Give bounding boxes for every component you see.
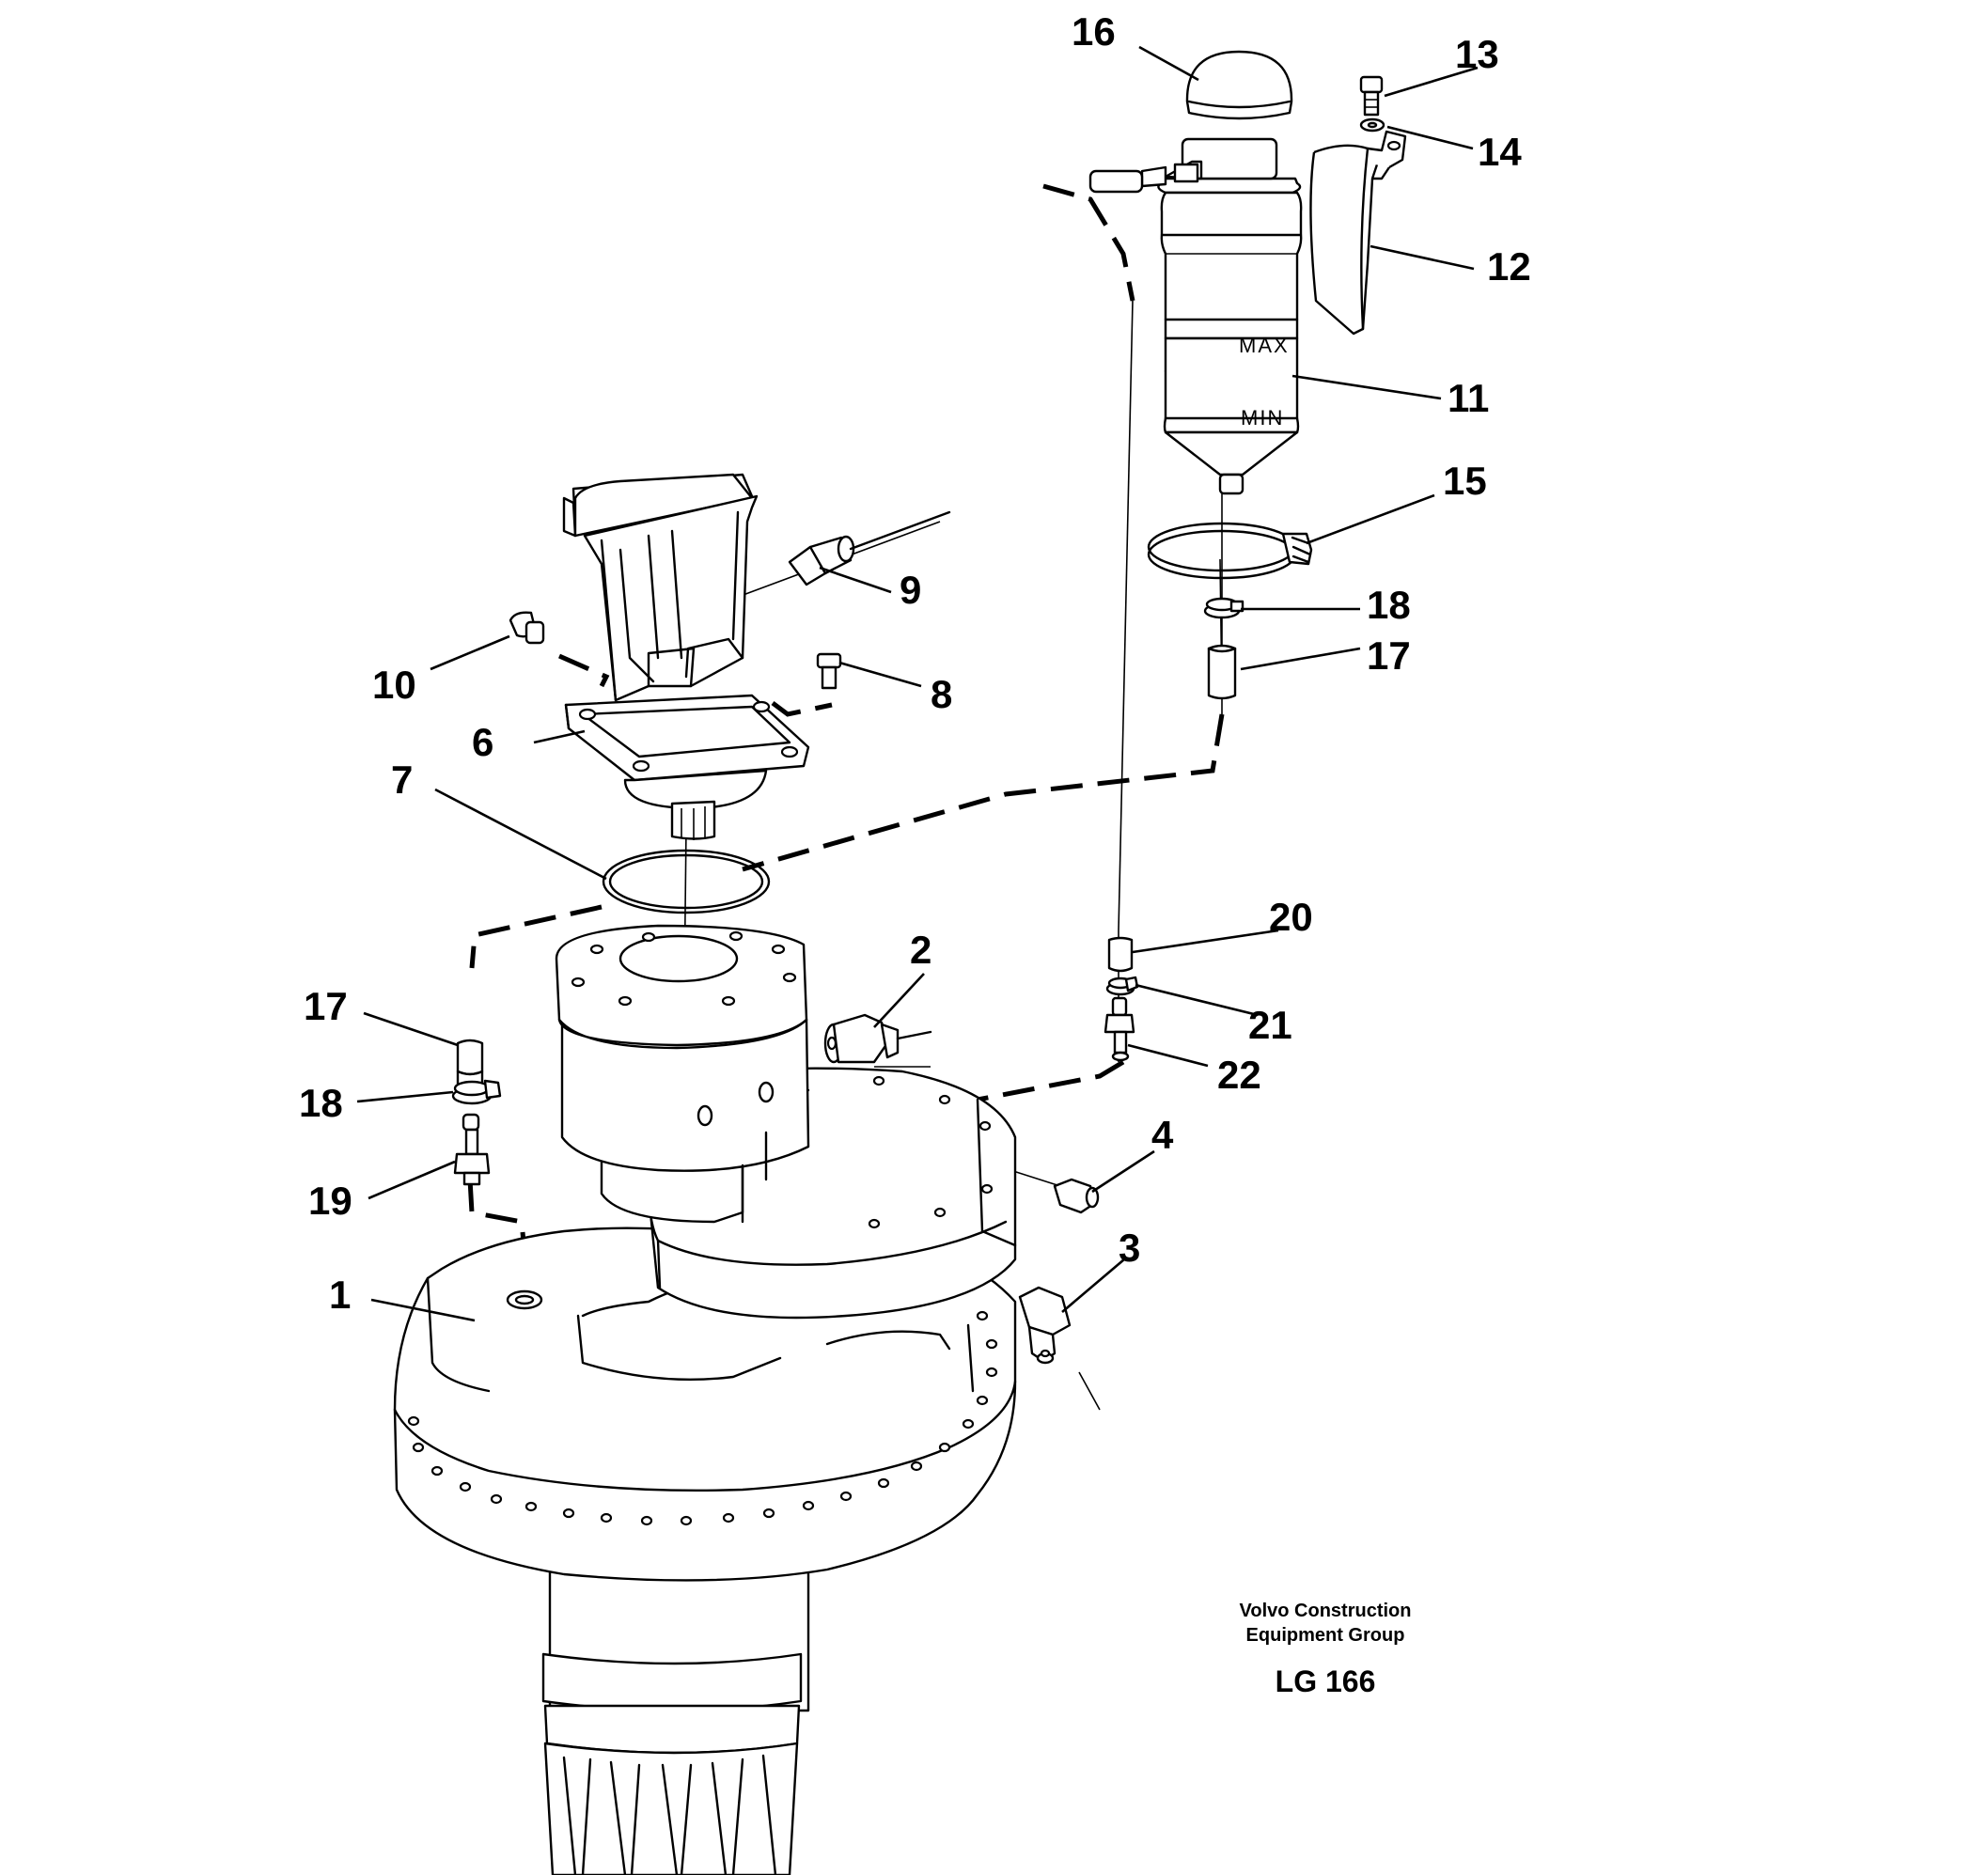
callout-22: 22 <box>1217 1053 1261 1097</box>
callout-6: 6 <box>472 720 493 764</box>
fitting-right <box>1104 996 1135 1062</box>
hose-right <box>1107 936 1134 973</box>
side-fitting <box>1018 1286 1072 1365</box>
callout-12: 12 <box>1487 244 1531 289</box>
callout-11: 11 <box>1448 376 1489 420</box>
callout-1: 1 <box>329 1273 351 1317</box>
tank-cap <box>1185 50 1293 120</box>
motor-plug-small <box>816 652 842 690</box>
company-name-line2: Equipment Group <box>1246 1625 1405 1646</box>
tank-bracket <box>1309 130 1407 336</box>
clamp-left <box>451 1079 502 1105</box>
tank-min-mark: MIN <box>1241 406 1284 430</box>
tank-max-mark: MAX <box>1239 334 1290 357</box>
drawing-code: LG 166 <box>1276 1664 1376 1698</box>
callout-10: 10 <box>372 663 416 707</box>
leader-lines <box>356 45 1479 1322</box>
footer: Volvo Construction Equipment Group LG 16… <box>1240 1601 1412 1698</box>
callout-7: 7 <box>391 758 413 802</box>
fitting-left <box>453 1113 491 1186</box>
company-name-line1: Volvo Construction <box>1240 1601 1412 1621</box>
o-ring <box>602 849 771 914</box>
callout-14: 14 <box>1478 130 1522 174</box>
bracket-bolt <box>1359 75 1384 117</box>
hose-upper <box>1207 644 1237 700</box>
clamp-right <box>1105 976 1139 996</box>
callout-21: 21 <box>1248 1003 1292 1047</box>
callout-2: 2 <box>910 928 931 972</box>
callout-3: 3 <box>1119 1226 1140 1270</box>
bracket-washer <box>1359 117 1385 133</box>
callout-16: 16 <box>1072 9 1116 54</box>
callout-13: 13 <box>1455 32 1499 76</box>
motor-adapter <box>555 924 810 1224</box>
clamp-band <box>1147 522 1313 580</box>
callout-numbers: 16 13 14 12 11 15 18 17 9 10 8 6 7 20 2 … <box>299 9 1531 1317</box>
small-clamp-upper <box>1203 597 1244 619</box>
callout-19: 19 <box>308 1179 352 1223</box>
motor-fitting <box>788 510 951 586</box>
hydraulic-motor <box>562 473 810 840</box>
callout-18-upper: 18 <box>1367 583 1411 627</box>
reservoir-tank: MAX MIN <box>1157 137 1303 495</box>
callout-18-left: 18 <box>299 1081 343 1125</box>
swing-gearbox <box>393 1227 1017 1875</box>
callout-20: 20 <box>1269 895 1313 939</box>
lower-fitting <box>1053 1178 1100 1214</box>
callout-17-upper: 17 <box>1367 633 1411 678</box>
motor-plug-large <box>509 611 545 645</box>
callout-15: 15 <box>1443 459 1487 503</box>
callout-17-left: 17 <box>304 984 348 1028</box>
callout-4: 4 <box>1151 1113 1174 1157</box>
tank-side-outlet <box>1088 160 1203 194</box>
callout-8: 8 <box>931 672 952 716</box>
callout-9: 9 <box>900 568 921 612</box>
